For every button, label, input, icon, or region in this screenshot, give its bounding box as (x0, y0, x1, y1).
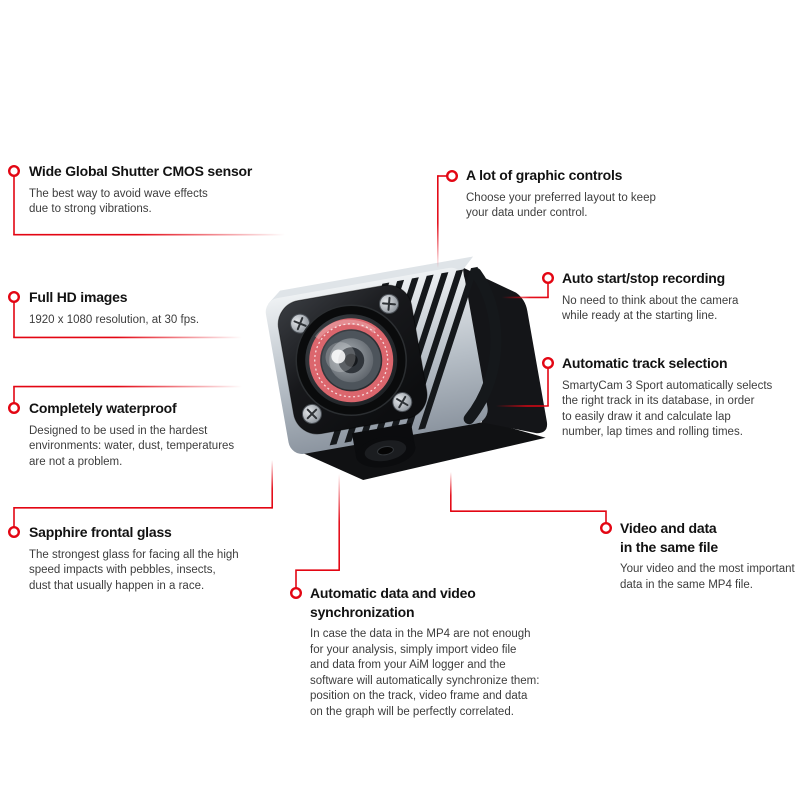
callout-dot-data-video-sync (290, 587, 303, 600)
callout-dots (7, 164, 613, 600)
feature-completely-waterproof: Completely waterproof Designed to be use… (29, 399, 299, 470)
feature-title: Auto start/stop recording (562, 270, 726, 286)
callout-dot-graphic-controls (446, 169, 459, 182)
callout-line-data-video-sync (295, 474, 340, 589)
feature-title: Completely waterproof (29, 400, 177, 416)
product-camera-illustration (265, 256, 548, 481)
callout-line-track-selection (496, 367, 549, 407)
callout-line-graphic-controls (437, 175, 448, 268)
feature-description: SmartyCam 3 Sport automatically selects … (562, 379, 773, 439)
feature-title: A lot of graphic controls (466, 167, 623, 183)
callout-line-wide-global-shutter (13, 175, 285, 236)
feature-title: Automatic data and video synchronization (310, 585, 476, 620)
feature-wide-global-shutter: Wide Global Shutter CMOS sensor The best… (29, 162, 299, 218)
callout-dot-wide-global-shutter (7, 164, 21, 177)
callout-dot-waterproof (7, 402, 21, 415)
callout-line-auto-start-stop (502, 282, 549, 299)
callout-line-waterproof (13, 385, 242, 404)
feature-description: 1920 x 1080 resolution, at 30 fps. (29, 313, 200, 326)
feature-title: Video and data in the same file (620, 520, 718, 555)
camera-mount-connector (351, 422, 416, 468)
feature-description: The strongest glass for facing all the h… (29, 548, 239, 592)
callout-dot-track-selection (542, 357, 555, 370)
feature-description: In case the data in the MP4 are not enou… (310, 628, 540, 718)
callout-dot-video-data (600, 522, 613, 535)
feature-description: The best way to avoid wave effects due t… (29, 187, 208, 216)
feature-title: Automatic track selection (562, 355, 728, 371)
feature-auto-start-stop: Auto start/stop recording No need to thi… (562, 269, 800, 325)
callout-dot-sapphire (7, 526, 21, 539)
feature-automatic-track-selection: Automatic track selection SmartyCam 3 Sp… (562, 354, 800, 441)
camera-lens (295, 304, 407, 417)
callout-dot-auto-start-stop (542, 272, 555, 285)
feature-description: Your video and the most important data i… (620, 563, 795, 591)
feature-title: Wide Global Shutter CMOS sensor (29, 163, 253, 179)
feature-title: Sapphire frontal glass (29, 524, 172, 540)
feature-description: Choose your preferred layout to keep you… (466, 191, 656, 220)
feature-description: Designed to be used in the hardest envir… (29, 424, 235, 468)
callout-line-sapphire (13, 460, 273, 528)
feature-video-and-data-same-file: Video and data in the same file Your vid… (620, 519, 800, 593)
callout-line-full-hd (13, 301, 242, 339)
feature-full-hd-images: Full HD images 1920 x 1080 resolution, a… (29, 288, 299, 328)
callout-dot-full-hd (7, 291, 21, 304)
feature-sapphire-frontal-glass: Sapphire frontal glass The strongest gla… (29, 523, 299, 594)
feature-data-video-sync: Automatic data and video synchronization… (310, 584, 580, 720)
feature-graphic-controls: A lot of graphic controls Choose your pr… (466, 166, 736, 222)
front-plate-screws (290, 293, 413, 424)
feature-title: Full HD images (29, 289, 128, 305)
callout-lines (13, 175, 607, 589)
callout-line-video-data (450, 472, 607, 524)
feature-description: No need to think about the camera while … (562, 294, 739, 323)
